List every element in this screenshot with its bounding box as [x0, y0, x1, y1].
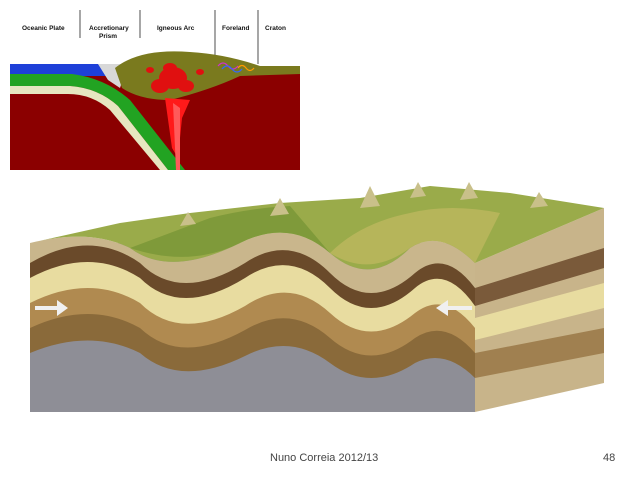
- zone-label-foreland: Foreland: [222, 25, 249, 32]
- zone-label-oceanic-plate: Oceanic Plate: [22, 25, 65, 32]
- footer-author-term: Nuno Correia 2012/13: [270, 452, 378, 464]
- zone-label-igneous-arc: Igneous Arc: [157, 25, 195, 32]
- page-number: 48: [603, 452, 615, 464]
- tectonic-cross-section: Oceanic Plate Accretionary Prism Igneous…: [10, 8, 300, 170]
- zone-label-craton: Craton: [265, 25, 286, 32]
- zone-label-prism: Prism: [99, 33, 117, 40]
- folded-strata-block: [30, 178, 604, 412]
- zone-label-accretionary: Accretionary: [89, 25, 129, 32]
